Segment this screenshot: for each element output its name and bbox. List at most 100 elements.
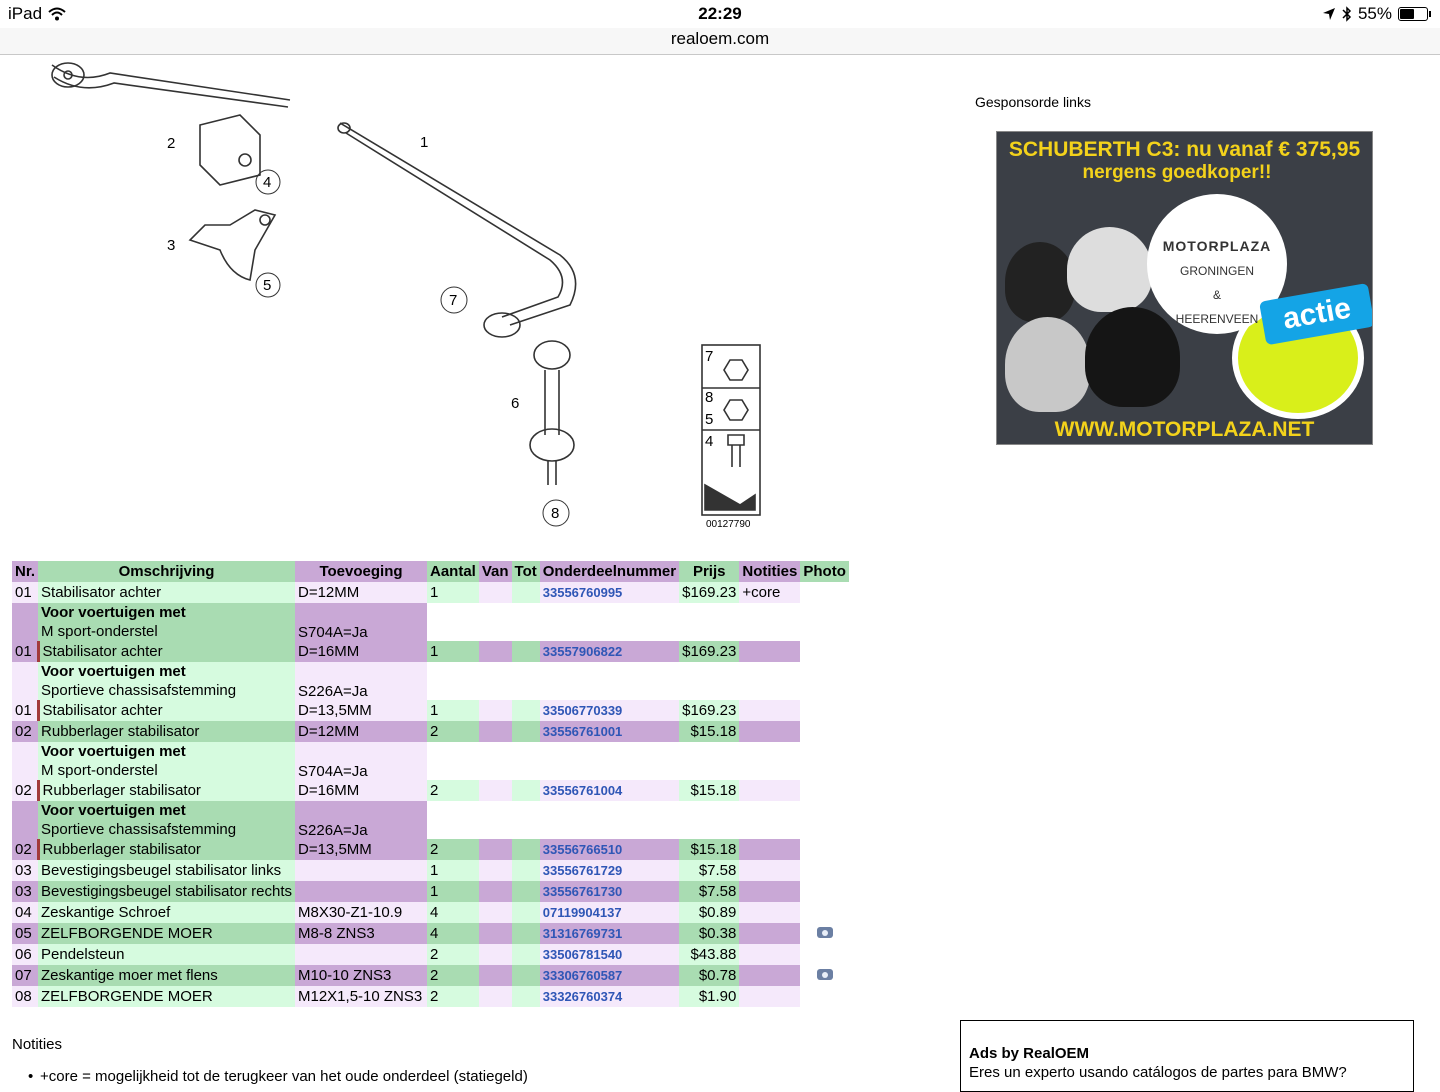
cell-notities [739,860,801,881]
cell-tot [511,839,540,860]
banner-ad[interactable]: SCHUBERTH C3: nu vanaf € 375,95 nergens … [996,131,1373,445]
camera-icon[interactable] [816,927,833,938]
cell-tot [511,881,540,902]
ad-headline: SCHUBERTH C3: nu vanaf € 375,95 [1008,138,1361,161]
cell-van [478,582,512,603]
status-bar: iPad 22:29 55% [0,0,1440,28]
battery-percent: 55% [1357,4,1392,23]
cell-tot [511,923,540,944]
cell-nr: 05 [12,923,39,944]
bluetooth-icon [1342,6,1352,22]
part-number-link[interactable]: 33306760587 [539,965,680,986]
cell-toevoeging: S226A=Ja [295,801,427,839]
cell-notities [739,965,801,986]
diagram-label-2: 2 [167,135,175,152]
part-number-link[interactable]: 33557906822 [539,641,680,662]
camera-icon[interactable] [816,969,833,980]
helmet-image-2 [1067,227,1152,312]
diagram-label-5: 5 [263,277,271,294]
kit-label-4: 4 [705,433,713,450]
sponsored-links-label: Gesponsorde links [975,94,1091,110]
part-number-link[interactable]: 33506781540 [539,944,680,965]
ads-box-title: Ads by RealOEM [969,1045,1090,1062]
status-right: 55% [1322,4,1431,24]
cell-toevoeging [295,881,427,902]
cell-omschrijving: Rubberlager stabilisator [38,721,295,742]
part-number-link[interactable]: 33506770339 [539,700,680,721]
part-number-link[interactable]: 33326760374 [539,986,680,1007]
cell-nr [12,742,39,780]
condition-subtitle: Sportieve chassisafstemming [41,682,237,699]
notes-title: Notities [12,1036,63,1053]
cell-toevoeging [295,944,427,965]
table-header-row: Nr. Omschrijving Toevoeging Aantal Van T… [12,561,849,582]
part-number-link[interactable]: 33556761729 [539,860,680,881]
cell-photo [800,582,849,603]
helmet-image-1 [1005,242,1075,322]
cell-empty [539,603,680,641]
cell-prijs: $1.90 [679,986,740,1007]
cell-photo [800,881,849,902]
part-number-link[interactable]: 33556761730 [539,881,680,902]
cell-van [478,986,512,1007]
cell-aantal: 1 [427,641,479,662]
cell-toevoeging: S226A=Ja [295,662,427,700]
cell-nr: 04 [12,902,39,923]
parts-diagram: 1 2 3 4 5 6 7 8 7 8 5 4 00127790 [51,62,761,530]
part-number-link[interactable]: 07119904137 [539,902,680,923]
ad-footer-url[interactable]: WWW.MOTORPLAZA.NET [1054,418,1315,441]
cell-prijs: $15.18 [679,780,740,801]
cell-omschrijving: Rubberlager stabilisator [36,780,295,801]
ads-box-text[interactable]: Eres un experto usando catálogos de part… [969,1064,1347,1081]
cell-empty [511,742,540,780]
cell-tot [511,721,540,742]
cell-van [478,700,512,721]
cell-omschrijving: ZELFBORGENDE MOER [38,923,295,944]
cell-toevoeging: S704A=Ja [295,603,427,641]
cell-photo [800,965,849,986]
cell-empty [800,742,849,780]
cell-toevoeging: M12X1,5-10 ZNS3 [295,986,427,1007]
kit-label-7: 7 [705,348,713,365]
cell-toevoeging: S704A=Ja [295,742,427,780]
header-toevoeging: Toevoeging [295,561,427,582]
ad-subline: nergens goedkoper!! [1082,162,1272,183]
ads-box[interactable]: Ads by RealOEM Eres un experto usando ca… [960,1020,1414,1092]
diagram-label-3: 3 [167,237,175,254]
part-number-link[interactable]: 31316769731 [539,923,680,944]
cell-prijs: $169.23 [679,582,740,603]
cell-empty [427,742,479,780]
cell-omschrijving: Rubberlager stabilisator [36,839,295,860]
cell-aantal: 2 [427,839,479,860]
part-number-link[interactable]: 33556761001 [539,721,680,742]
part-number-link[interactable]: 33556766510 [539,839,680,860]
cell-notities [739,641,801,662]
header-tot: Tot [511,561,540,582]
header-photo: Photo [800,561,849,582]
cell-toevoeging: D=12MM [295,582,427,603]
cell-empty [739,662,801,700]
cell-tot [511,641,540,662]
diagram-label-8: 8 [551,505,559,522]
cell-nr [12,662,39,700]
cell-omschrijving: Bevestigingsbeugel stabilisator links [38,860,295,881]
diagram-code: 00127790 [706,519,751,530]
helmet-image-4 [1085,307,1180,407]
cell-tot [511,860,540,881]
cell-notities [739,700,801,721]
url-text[interactable]: realoem.com [670,29,770,48]
cell-nr: 01 [12,641,39,662]
cell-prijs: $7.58 [679,881,740,902]
address-bar[interactable]: realoem.com [0,28,1440,55]
cell-prijs: $15.18 [679,839,740,860]
condition-subtitle: Sportieve chassisafstemming [41,821,237,838]
part-number-link[interactable]: 33556760995 [539,582,680,603]
cell-prijs: $0.38 [679,923,740,944]
part-number-link[interactable]: 33556761004 [539,780,680,801]
